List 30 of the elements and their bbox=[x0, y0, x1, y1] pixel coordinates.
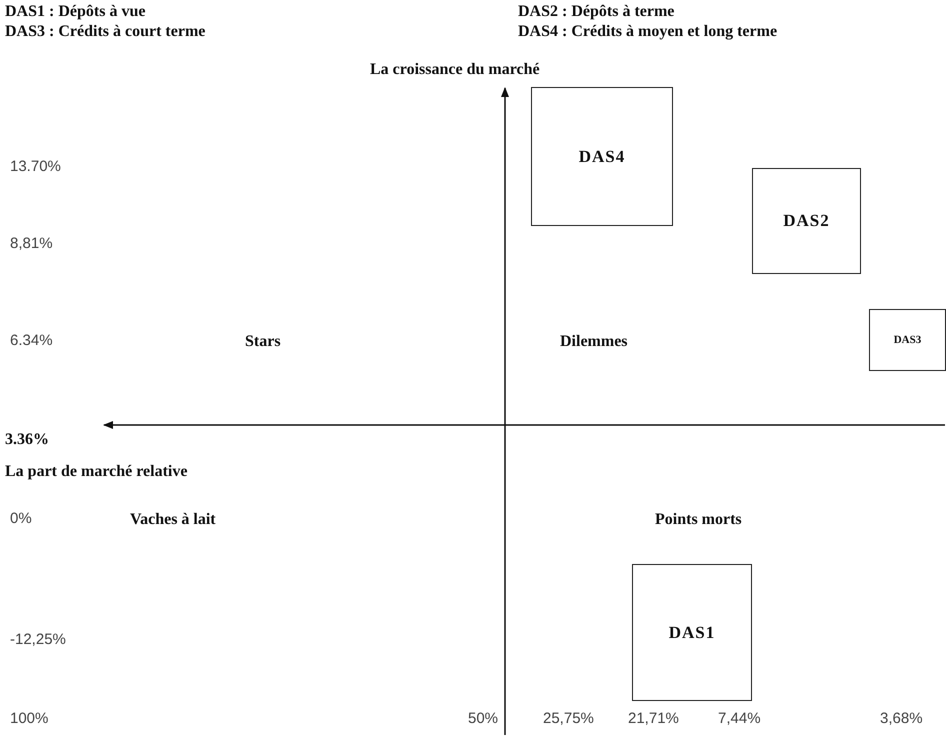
label-text: DAS3 : Crédits à court terme bbox=[5, 23, 206, 41]
quadrant-label: Vaches à lait bbox=[130, 511, 216, 529]
tick-label: 100% bbox=[10, 711, 48, 728]
tick-label: 21,71% bbox=[628, 711, 679, 728]
label-text: DAS4 : Crédits à moyen et long terme bbox=[518, 23, 778, 41]
box-label: DAS1 bbox=[668, 622, 716, 642]
quadrant-label: Points morts bbox=[655, 511, 742, 529]
box-label: DAS3 bbox=[894, 334, 922, 346]
tick-label: 6.34% bbox=[10, 333, 53, 350]
quadrant-label: Dilemmes bbox=[560, 333, 628, 351]
quadrant-label: Stars bbox=[245, 333, 281, 351]
tick-label: 8,81% bbox=[10, 236, 53, 252]
segment-box bbox=[869, 309, 946, 371]
axis-title: La croissance du marché bbox=[370, 61, 540, 79]
tick-label: 25,75% bbox=[543, 711, 594, 728]
tick-label: 7,44% bbox=[718, 711, 761, 728]
segment-box bbox=[752, 168, 861, 274]
tick-label: -12,25% bbox=[10, 632, 66, 648]
segment-box bbox=[531, 87, 673, 226]
axis-title: La part de marché relative bbox=[5, 463, 188, 481]
tick-label: 3,68% bbox=[880, 711, 923, 728]
tick-label: 0% bbox=[10, 511, 32, 528]
label-text: 3.36% bbox=[5, 431, 49, 449]
label-text: DAS1 : Dépôts à vue bbox=[5, 3, 146, 21]
tick-label: 13.70% bbox=[10, 159, 61, 176]
segment-box bbox=[632, 564, 752, 701]
tick-label: 50% bbox=[468, 711, 498, 728]
label-text: DAS2 : Dépôts à terme bbox=[518, 3, 674, 21]
box-label: DAS4 bbox=[578, 146, 626, 166]
box-label: DAS2 bbox=[783, 211, 830, 231]
